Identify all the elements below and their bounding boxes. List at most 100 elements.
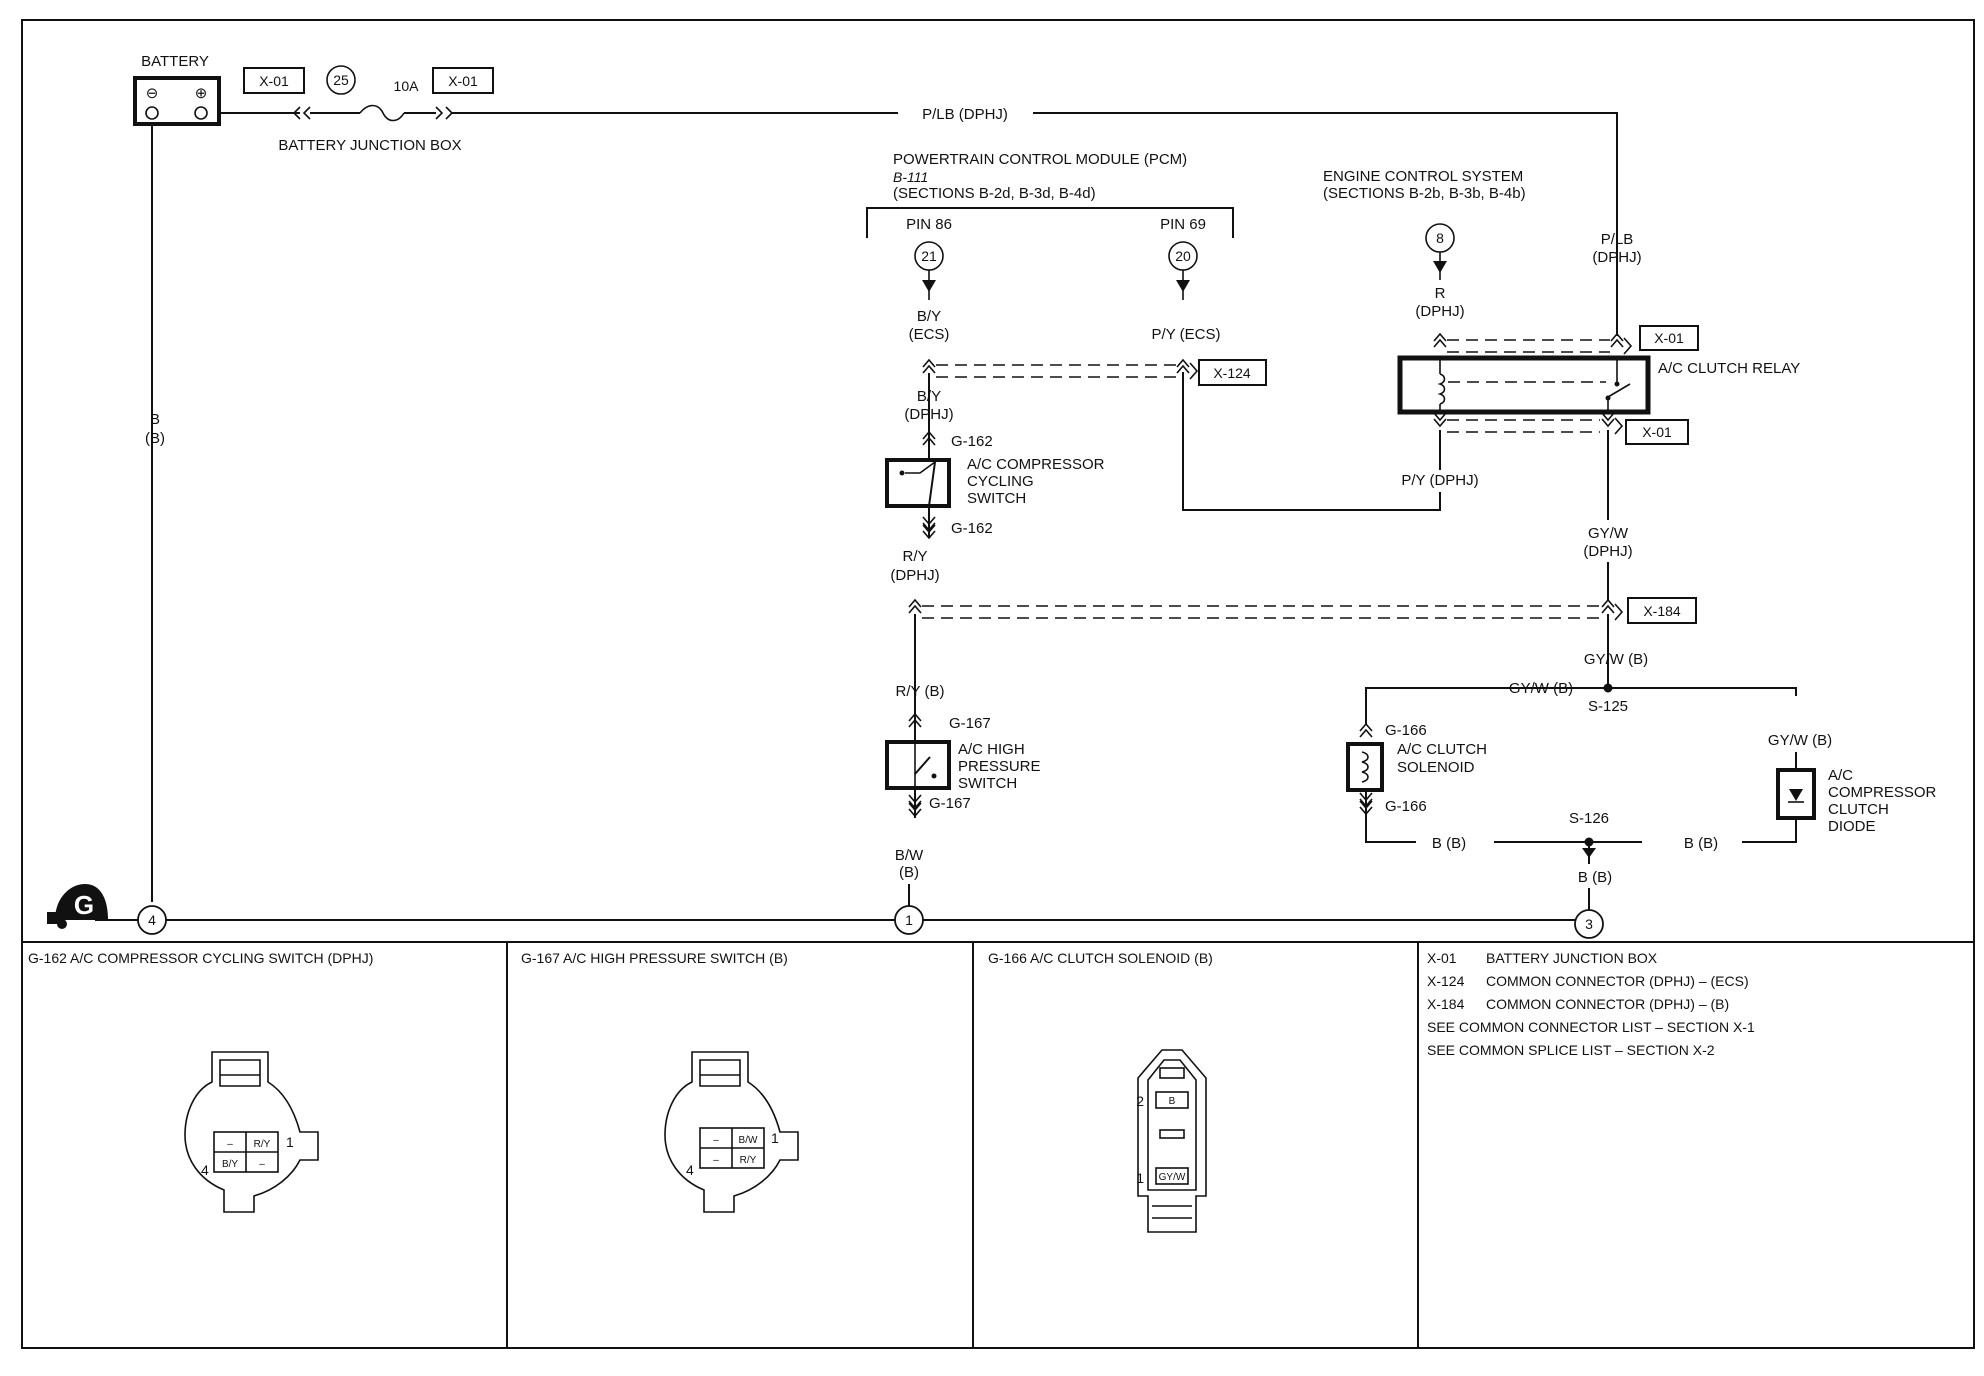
g166-cell-top: B bbox=[1169, 1096, 1176, 1107]
connector-x01-left: X-01 bbox=[259, 73, 289, 89]
relay-coil-icon bbox=[1437, 373, 1446, 405]
pcm-pin-86-number: 21 bbox=[921, 248, 937, 264]
g166-cell-bottom: GY/W bbox=[1159, 1172, 1186, 1183]
wire-b-b-down-label: B (B) bbox=[1578, 869, 1612, 886]
diode-label-3: CLUTCH bbox=[1828, 801, 1889, 818]
g166-pin-top: 2 bbox=[1136, 1093, 1144, 1109]
ground-symbol-label: G bbox=[74, 890, 94, 920]
g167-pin-right: 1 bbox=[771, 1130, 779, 1146]
g167-cell-2: B/W bbox=[739, 1135, 758, 1146]
connector-g162-face: – R/Y B/Y – 1 4 bbox=[184, 1051, 319, 1213]
wire-gyw-b-vertical-label: GY/W (B) bbox=[1584, 651, 1648, 668]
battery-junction-box-label: BATTERY JUNCTION BOX bbox=[278, 137, 461, 154]
ac-clutch-solenoid: A/C CLUTCH SOLENOID bbox=[1346, 741, 1487, 792]
high-pressure-switch-label-3: SWITCH bbox=[958, 775, 1017, 792]
connector-x01-bottom bbox=[1625, 419, 1689, 445]
g167-pin-left: 4 bbox=[686, 1162, 694, 1178]
legend-code-1: X-01 bbox=[1427, 950, 1457, 966]
clutch-solenoid-label-2: SOLENOID bbox=[1397, 759, 1475, 776]
connector-x01-bottom-label: X-01 bbox=[1642, 424, 1672, 440]
connector-x184-label: X-184 bbox=[1643, 603, 1681, 619]
pcm-pin-69-label: PIN 69 bbox=[1160, 216, 1206, 233]
connector-x01-top bbox=[1639, 325, 1699, 351]
legend-desc-2: COMMON CONNECTOR (DPHJ) – (ECS) bbox=[1486, 973, 1749, 989]
high-pressure-switch-label-2: PRESSURE bbox=[958, 758, 1041, 775]
legend-desc-3: COMMON CONNECTOR (DPHJ) – (B) bbox=[1486, 996, 1729, 1012]
pcm-pin-69-number: 20 bbox=[1175, 248, 1191, 264]
ecs-pin-number: 8 bbox=[1436, 230, 1444, 246]
wire-gyw-dphj-harness: (DPHJ) bbox=[1583, 543, 1632, 560]
splice-s126-label: S-126 bbox=[1569, 810, 1609, 827]
g162-cell-1: – bbox=[227, 1139, 233, 1150]
pcm-pin-86-label: PIN 86 bbox=[906, 216, 952, 233]
battery-label: BATTERY bbox=[141, 53, 209, 70]
diode-label-4: DIODE bbox=[1828, 818, 1876, 835]
connector-legend: X-01 BATTERY JUNCTION BOX X-124 COMMON C… bbox=[1427, 950, 1755, 1058]
wire-b-b-right-label: B (B) bbox=[1684, 835, 1718, 852]
connector-x124-label: X-124 bbox=[1213, 365, 1251, 381]
legend-note-1: SEE COMMON CONNECTOR LIST – SECTION X-1 bbox=[1427, 1019, 1755, 1035]
g162-pin-right: 1 bbox=[286, 1134, 294, 1150]
clutch-solenoid-connector-top: G-166 bbox=[1385, 722, 1427, 739]
battery-negative-icon: ⊖ bbox=[146, 85, 159, 102]
wire-battery-ground-harness: (B) bbox=[145, 430, 165, 447]
connector-chevron-icon bbox=[435, 106, 454, 120]
wire-plb-dphj-harness: (DPHJ) bbox=[1592, 249, 1641, 266]
diode-icon bbox=[1789, 789, 1803, 801]
diode-label-2: COMPRESSOR bbox=[1828, 784, 1937, 801]
panel-g166-title: G-166 A/C CLUTCH SOLENOID (B) bbox=[988, 950, 1213, 966]
pcm-sections: (SECTIONS B-2d, B-3d, B-4d) bbox=[893, 185, 1096, 202]
wire-plb-top-label: P/LB (DPHJ) bbox=[922, 106, 1008, 123]
legend-note-2: SEE COMMON SPLICE LIST – SECTION X-2 bbox=[1427, 1042, 1715, 1058]
connector-chevron-icon bbox=[292, 106, 311, 120]
connector-x01-right: X-01 bbox=[448, 73, 478, 89]
cycling-switch-connector-bottom: G-162 bbox=[951, 520, 993, 537]
panel-g162-title: G-162 A/C COMPRESSOR CYCLING SWITCH (DPH… bbox=[28, 950, 373, 966]
cycling-switch-label-1: A/C COMPRESSOR bbox=[967, 456, 1105, 473]
wire-bw-b-color: B/W bbox=[895, 847, 924, 864]
connector-g166-face: B GY/W 2 1 bbox=[1136, 1049, 1207, 1233]
battery: BATTERY ⊖ ⊕ bbox=[133, 53, 221, 126]
wire-by-dphj-color: B/Y bbox=[917, 388, 941, 405]
fuse-number: 25 bbox=[333, 72, 349, 88]
chassis-ground-icon: G bbox=[47, 884, 108, 929]
panel-g167-title: G-167 A/C HIGH PRESSURE SWITCH (B) bbox=[521, 950, 788, 966]
clutch-solenoid-connector-bottom: G-166 bbox=[1385, 798, 1427, 815]
ecs-sections: (SECTIONS B-2b, B-3b, B-4b) bbox=[1323, 185, 1526, 202]
cycling-switch: A/C COMPRESSOR CYCLING SWITCH bbox=[885, 456, 1105, 508]
ground-point-1: 1 bbox=[905, 912, 913, 928]
connector-x01-top-label: X-01 bbox=[1654, 330, 1684, 346]
relay-label: A/C CLUTCH RELAY bbox=[1658, 360, 1800, 377]
cycling-switch-label-2: CYCLING bbox=[967, 473, 1034, 490]
wire-r-dphj-harness: (DPHJ) bbox=[1415, 303, 1464, 320]
legend-code-3: X-184 bbox=[1427, 996, 1465, 1012]
battery-junction-fuse: X-01 25 10A X-01 BATTERY JUNCTION BOX bbox=[243, 65, 494, 154]
g167-cell-3: – bbox=[713, 1155, 719, 1166]
g162-cell-2: R/Y bbox=[254, 1139, 271, 1150]
pcm-header: POWERTRAIN CONTROL MODULE (PCM) B-111 (S… bbox=[866, 151, 1234, 300]
wire-ry-dphj-color: R/Y bbox=[902, 548, 927, 565]
fuse-rating: 10A bbox=[394, 78, 420, 94]
wire-gyw-b-left-label: GY/W (B) bbox=[1509, 680, 1573, 697]
wire-by-ecs-color: B/Y bbox=[917, 308, 941, 325]
ground-point-4: 4 bbox=[148, 912, 156, 928]
g166-pin-bottom: 1 bbox=[1136, 1170, 1144, 1186]
wire-bw-b-harness: (B) bbox=[899, 864, 919, 881]
high-pressure-switch: A/C HIGH PRESSURE SWITCH bbox=[885, 740, 1041, 792]
wire-ry-b-label: R/Y (B) bbox=[896, 683, 945, 700]
g162-cell-3: B/Y bbox=[222, 1159, 238, 1170]
ecs-title: ENGINE CONTROL SYSTEM bbox=[1323, 168, 1523, 185]
wire-battery-ground-color: B bbox=[150, 411, 160, 428]
wire-r-dphj-color: R bbox=[1435, 285, 1446, 302]
high-pressure-switch-connector-top: G-167 bbox=[949, 715, 991, 732]
connector-x184 bbox=[1627, 597, 1697, 624]
connector-g167-face: – B/W – R/Y 1 4 bbox=[664, 1051, 799, 1213]
diagram-border bbox=[21, 19, 1975, 1349]
ground-point-3: 3 bbox=[1585, 916, 1593, 932]
wire-ry-dphj-harness: (DPHJ) bbox=[890, 567, 939, 584]
wire-plb-dphj-color: P/LB bbox=[1601, 231, 1634, 248]
battery-positive-icon: ⊕ bbox=[195, 85, 208, 102]
wire-b-b-left-label: B (B) bbox=[1432, 835, 1466, 852]
pcm-ref: B-111 bbox=[893, 169, 928, 185]
